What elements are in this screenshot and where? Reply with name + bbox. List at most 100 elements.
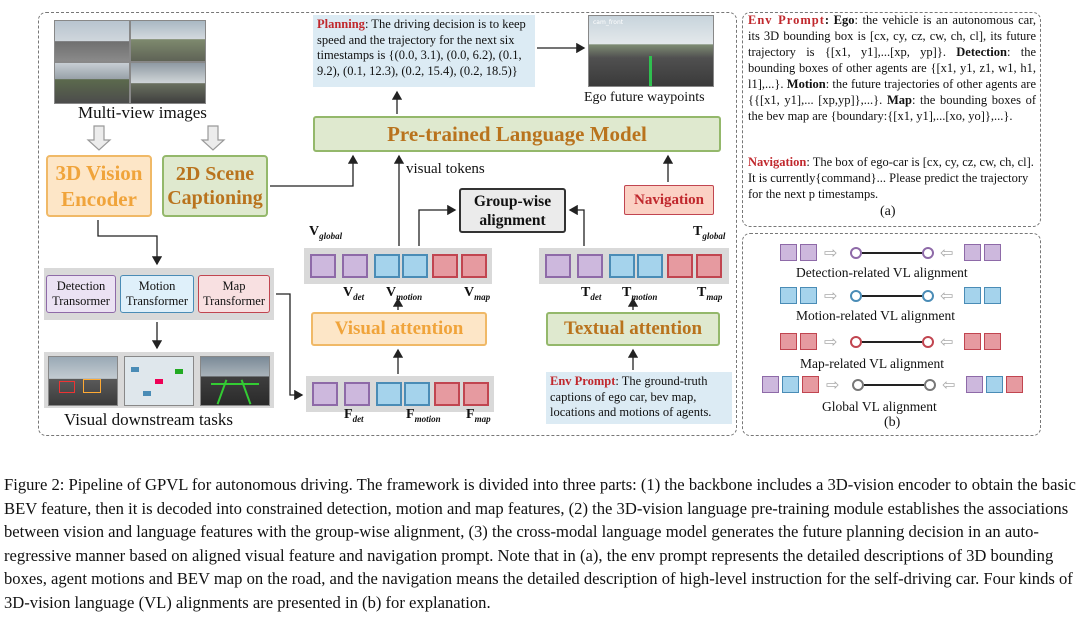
3d-vision-encoder-label: 3D Vision Encoder bbox=[55, 161, 143, 211]
f-map-label: Fmap bbox=[466, 407, 491, 424]
f-token bbox=[463, 382, 489, 406]
ego-waypoints-label: Ego future waypoints bbox=[584, 90, 705, 105]
alignment-circle bbox=[922, 336, 934, 348]
v-map-label: Vmap bbox=[464, 285, 491, 302]
downstream-label: Visual downstream tasks bbox=[64, 410, 233, 429]
planning-text: : The driving decision is to keep speed … bbox=[317, 17, 526, 78]
alignment-token bbox=[762, 376, 779, 393]
env-prompt-text: : The ground-truth captions of ego car, … bbox=[550, 374, 712, 419]
alignment-token bbox=[986, 376, 1003, 393]
t-map-label: Tmap bbox=[697, 285, 723, 302]
panel-b-tag: (b) bbox=[884, 415, 901, 430]
v-token bbox=[342, 254, 368, 278]
textual-attention-box: Textual attention bbox=[546, 312, 720, 346]
alignment-link bbox=[864, 384, 924, 386]
t-motion-label: Tmotion bbox=[622, 285, 658, 302]
alignment-token bbox=[964, 244, 981, 261]
hollow-arrow-icon: ⇦ bbox=[942, 375, 956, 394]
visual-attention-box: Visual attention bbox=[311, 312, 487, 346]
alignment-token bbox=[782, 376, 799, 393]
alignment-token bbox=[984, 244, 1001, 261]
planning-label: Planning bbox=[317, 17, 365, 31]
panel-b-row-label-1: Motion-related VL alignment bbox=[796, 308, 955, 323]
alignment-circle bbox=[850, 290, 862, 302]
groupwise-alignment-label: Group-wise alignment bbox=[473, 192, 552, 229]
panel-a-tag: (a) bbox=[880, 204, 896, 219]
ego-waypoints-image: cam_front bbox=[588, 15, 714, 87]
alignment-link bbox=[862, 341, 922, 343]
alignment-token bbox=[800, 333, 817, 350]
hollow-arrow-icon: ⇨ bbox=[826, 375, 840, 394]
groupwise-alignment-box: Group-wise alignment bbox=[459, 188, 566, 233]
hollow-arrow-icon: ⇦ bbox=[940, 286, 954, 305]
v-det-label: Vdet bbox=[343, 285, 365, 302]
t-token bbox=[696, 254, 722, 278]
env-prompt-box: Env Prompt: The ground-truth captions of… bbox=[546, 372, 732, 424]
alignment-token bbox=[964, 333, 981, 350]
alignment-link bbox=[862, 252, 922, 254]
env-prompt-label: Env Prompt bbox=[550, 374, 616, 388]
alignment-circle bbox=[922, 247, 934, 259]
v-token bbox=[310, 254, 336, 278]
visual-attention-label: Visual attention bbox=[334, 318, 464, 339]
hollow-arrow-icon: ⇨ bbox=[824, 243, 838, 262]
f-token bbox=[434, 382, 460, 406]
figure-caption: Figure 2: Pipeline of GPVL for autonomou… bbox=[4, 475, 1076, 612]
pretrained-lm-box: Pre-trained Language Model bbox=[313, 116, 721, 152]
panel-a-frame bbox=[742, 12, 1041, 227]
alignment-token bbox=[802, 376, 819, 393]
t-token bbox=[609, 254, 635, 278]
map-transformer-label: Map Transformer bbox=[202, 279, 266, 308]
alignment-circle bbox=[850, 247, 862, 259]
main-pipeline-frame bbox=[38, 12, 737, 436]
alignment-circle bbox=[850, 336, 862, 348]
navigation-box: Navigation bbox=[624, 185, 714, 215]
panel-b-row-label-2: Map-related VL alignment bbox=[800, 356, 944, 371]
v-token bbox=[402, 254, 428, 278]
panel-a-navigation-text: Navigation: The box of ego-car is [cx, c… bbox=[748, 155, 1034, 201]
detection-transformer-box: Detection Transormer bbox=[46, 275, 116, 313]
alignment-token bbox=[966, 376, 983, 393]
pretrained-lm-label: Pre-trained Language Model bbox=[387, 121, 647, 146]
multiview-images bbox=[54, 20, 206, 104]
alignment-token bbox=[800, 244, 817, 261]
panel-b-frame bbox=[742, 233, 1041, 436]
v-token bbox=[432, 254, 458, 278]
t-global-label: Tglobal bbox=[693, 224, 726, 241]
detection-transformer-label: Detection Transormer bbox=[52, 279, 110, 308]
hollow-arrow-icon: ⇨ bbox=[824, 286, 838, 305]
downstream-detection-image bbox=[48, 356, 118, 406]
multiview-label: Multi-view images bbox=[78, 103, 207, 122]
v-token bbox=[374, 254, 400, 278]
alignment-token bbox=[800, 287, 817, 304]
panel-b-row-label-3: Global VL alignment bbox=[822, 399, 937, 414]
alignment-token bbox=[1006, 376, 1023, 393]
v-global-label: Vglobal bbox=[309, 224, 343, 241]
downstream-map-image bbox=[200, 356, 270, 406]
f-token bbox=[312, 382, 338, 406]
t-token bbox=[667, 254, 693, 278]
motion-transformer-box: Motion Transformer bbox=[120, 275, 194, 313]
panel-b-row-label-0: Detection-related VL alignment bbox=[796, 265, 968, 280]
alignment-circle bbox=[924, 379, 936, 391]
f-det-label: Fdet bbox=[344, 407, 364, 424]
alignment-token bbox=[780, 287, 797, 304]
t-token bbox=[545, 254, 571, 278]
v-motion-label: Vmotion bbox=[386, 285, 423, 302]
hollow-arrow-icon: ⇦ bbox=[940, 243, 954, 262]
alignment-circle bbox=[852, 379, 864, 391]
alignment-link bbox=[862, 295, 922, 297]
f-token bbox=[404, 382, 430, 406]
t-token bbox=[577, 254, 603, 278]
f-token bbox=[376, 382, 402, 406]
t-det-label: Tdet bbox=[581, 285, 602, 302]
visual-tokens-label: visual tokens bbox=[406, 161, 485, 177]
2d-scene-captioning-label: 2D Scene Captioning bbox=[167, 163, 263, 209]
textual-attention-label: Textual attention bbox=[563, 318, 703, 339]
alignment-token bbox=[780, 244, 797, 261]
f-token bbox=[344, 382, 370, 406]
t-token bbox=[637, 254, 663, 278]
motion-transformer-label: Motion Transformer bbox=[125, 279, 189, 308]
map-transformer-box: Map Transformer bbox=[198, 275, 270, 313]
hollow-arrow-icon: ⇦ bbox=[940, 332, 954, 351]
